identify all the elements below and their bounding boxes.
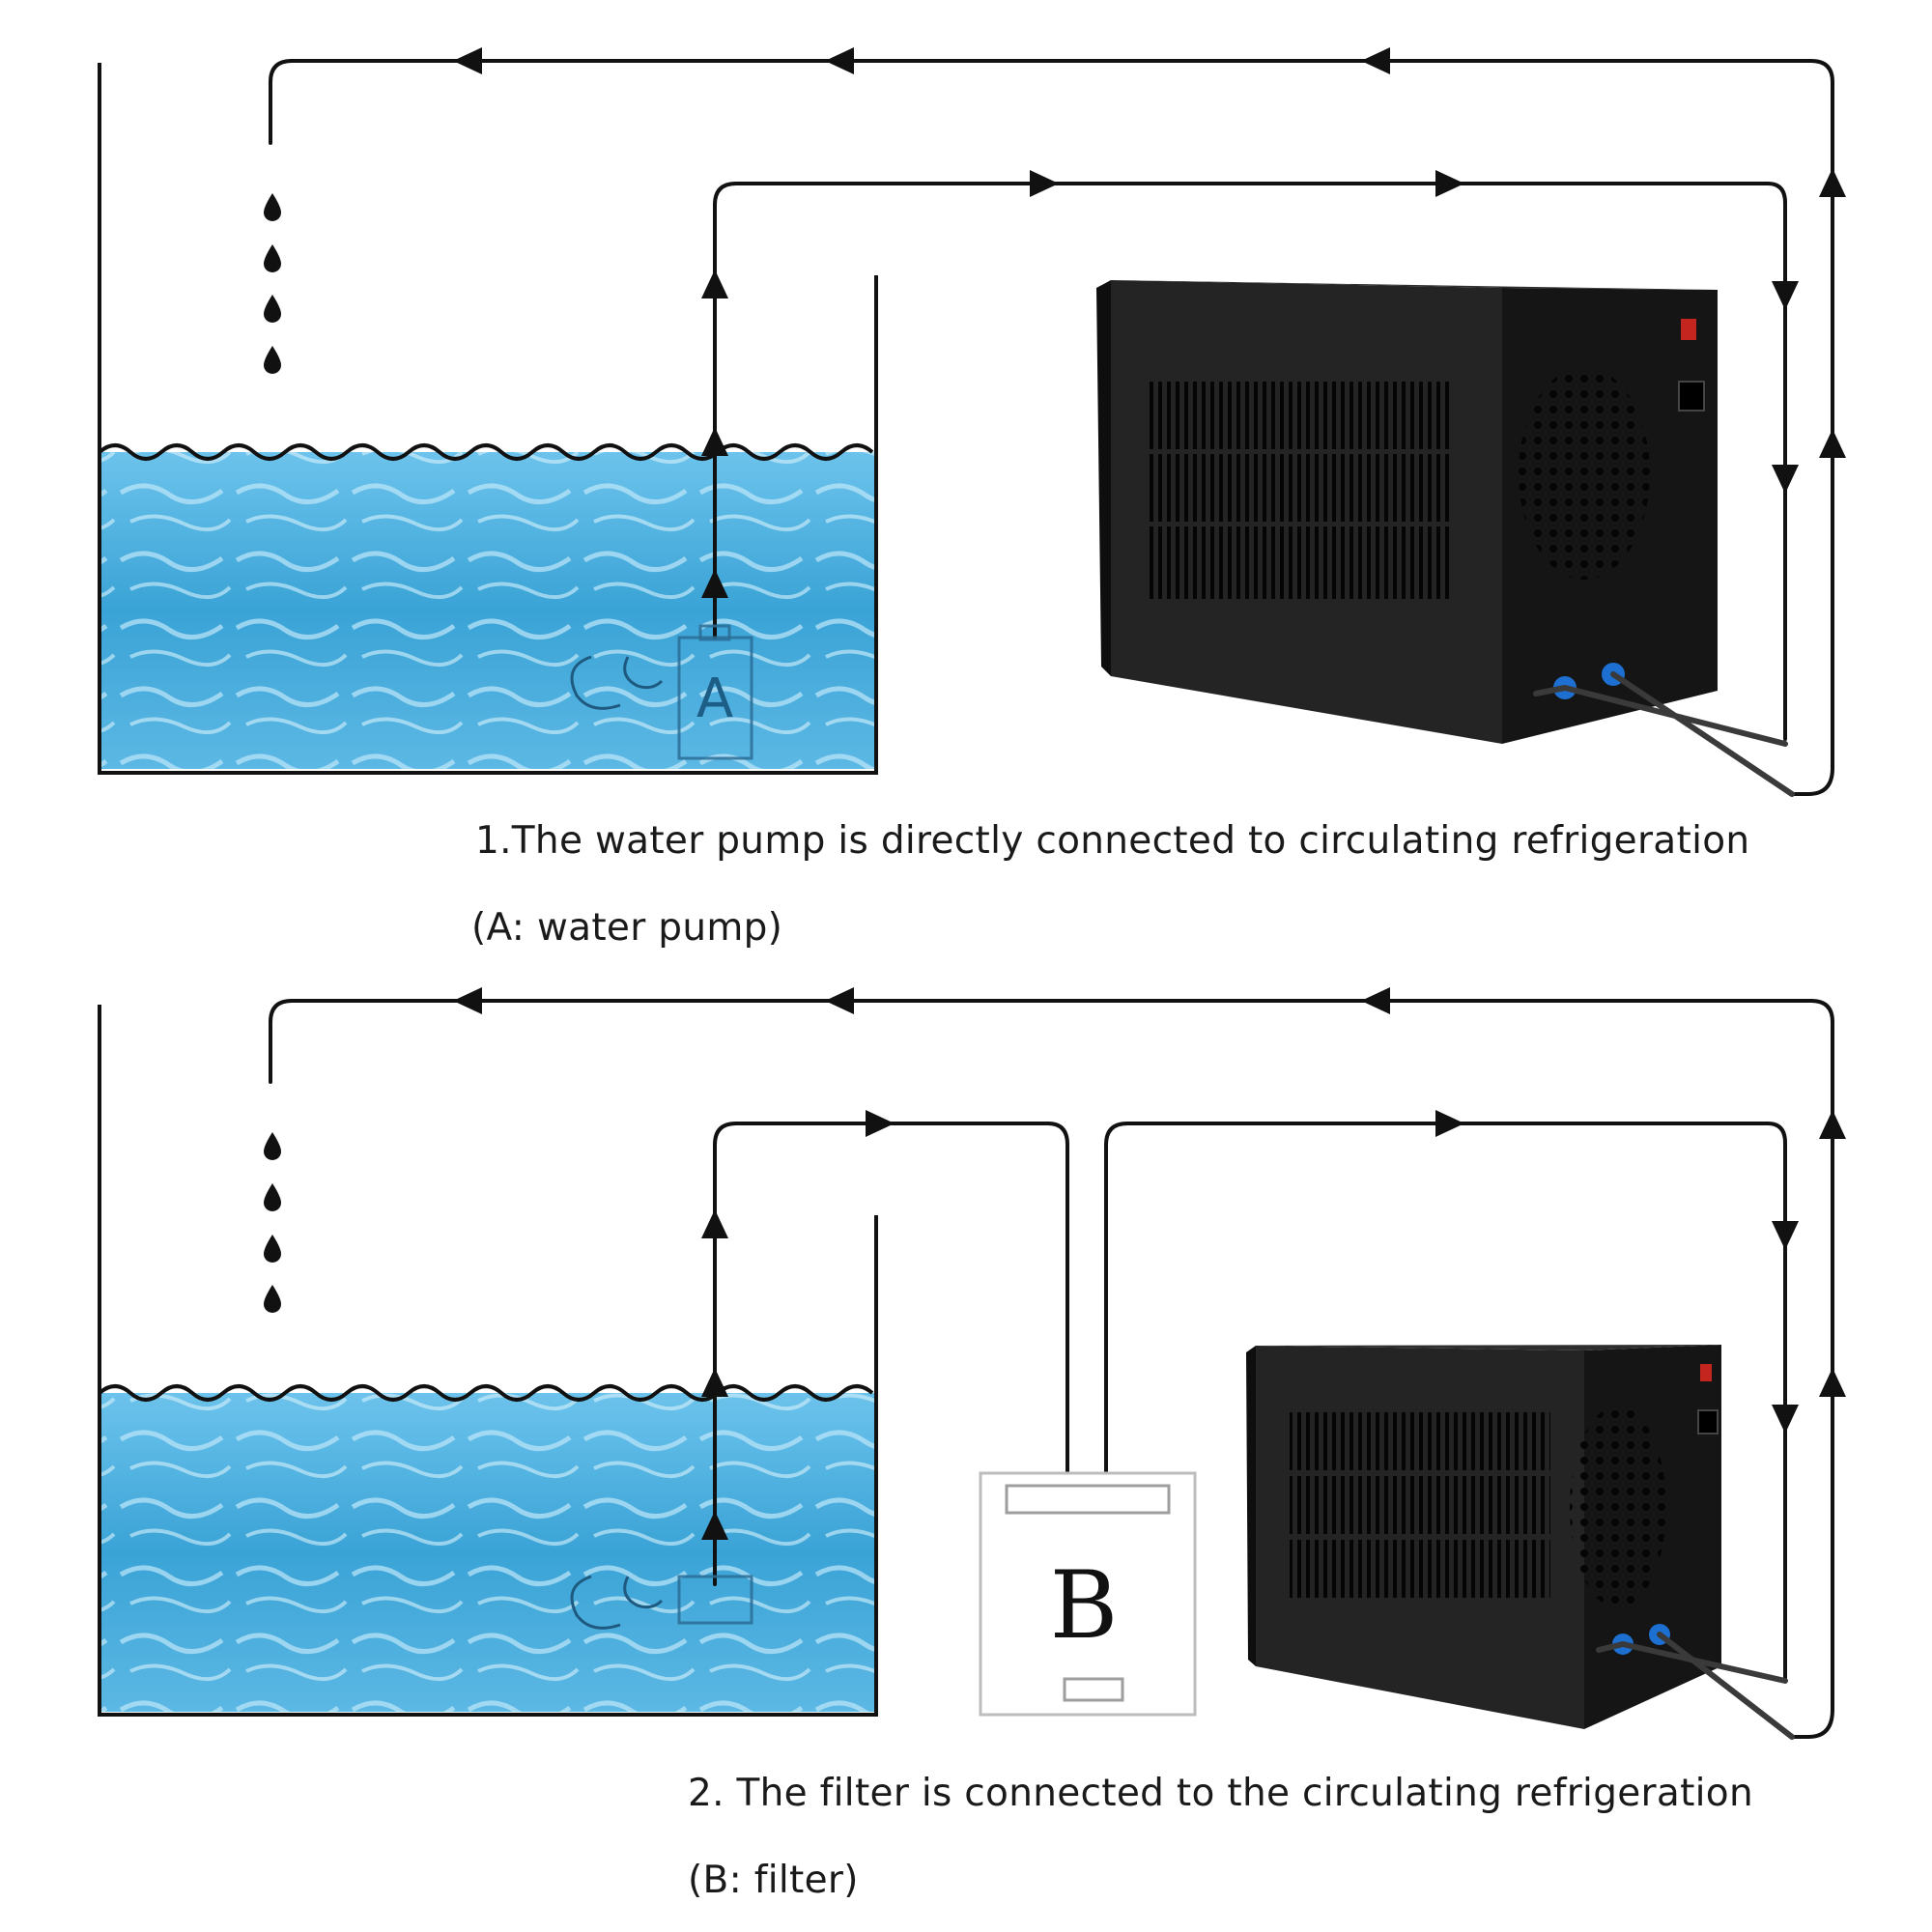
chiller-unit — [1096, 280, 1795, 797]
panel-2: B — [98, 987, 1846, 1740]
tank-outline — [98, 1005, 878, 1717]
chiller-hose — [1533, 685, 1568, 696]
water-pump — [677, 1575, 753, 1625]
water-surface — [98, 443, 874, 461]
swirl-arrow-icon — [570, 1575, 664, 1630]
water-drop-icon — [264, 193, 281, 374]
panel-2-caption-title: 2. The filter is connected to the circul… — [688, 1772, 1753, 1815]
swirl-arrow-icon — [570, 655, 664, 710]
filter-box: B — [979, 1471, 1197, 1717]
panel-2-caption-note: (B: filter) — [688, 1859, 859, 1902]
panel-1-caption-title: 1.The water pump is directly connected t… — [475, 819, 1750, 863]
chiller-hose — [1657, 1632, 1795, 1740]
power-switch-icon — [1681, 319, 1696, 340]
tank-outline — [98, 63, 878, 775]
water-pump: A — [677, 624, 753, 760]
flow-arrow-icon — [453, 987, 1846, 1397]
return-pipe — [269, 59, 1834, 796]
chiller-hose — [1610, 671, 1795, 797]
supply-pipe — [713, 182, 1787, 741]
chiller-unit — [1246, 1345, 1795, 1740]
water-drop-icon — [264, 1132, 281, 1313]
panel-1-caption-note: (A: water pump) — [471, 906, 783, 950]
chiller-hose — [1620, 1641, 1788, 1684]
pump-label: A — [696, 668, 733, 730]
power-socket-icon — [1678, 381, 1705, 412]
chiller-hose — [1596, 1641, 1626, 1653]
water-surface — [98, 1384, 874, 1402]
panel-1: A — [98, 47, 1846, 797]
power-switch-icon — [1700, 1364, 1712, 1381]
return-pipe — [269, 999, 1834, 1739]
filter-label: B — [1050, 1551, 1119, 1660]
power-socket-icon — [1697, 1409, 1719, 1435]
